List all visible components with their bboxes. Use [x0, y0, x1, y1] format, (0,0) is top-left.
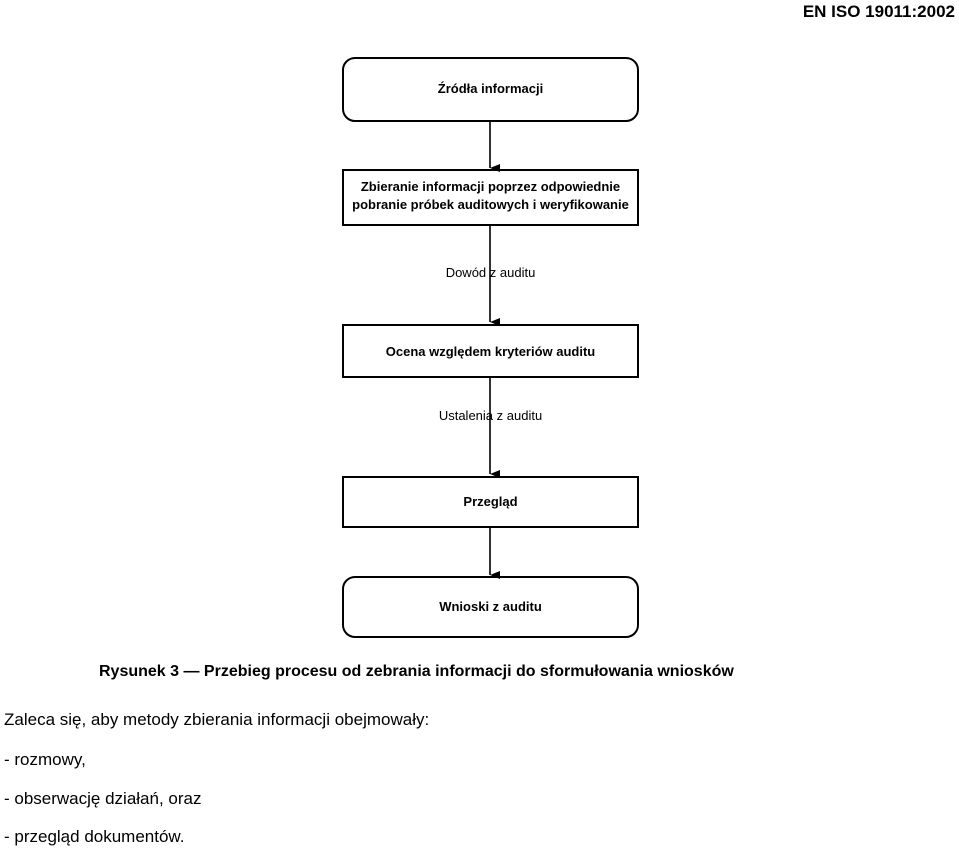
- node-sources-label: Źródła informacji: [437, 81, 544, 96]
- node-evaluate-label: Ocena względem kryteriów auditu: [385, 344, 596, 359]
- node-conclusions-box: [342, 576, 639, 638]
- body-intro: Zaleca się, aby metody zbierania informa…: [4, 710, 430, 729]
- flow-diagram-svg: [342, 57, 639, 638]
- edge-label-evidence: Dowód z auditu: [445, 265, 536, 280]
- list-item: - rozmowy,: [4, 750, 86, 769]
- list-item: - obserwację działań, oraz: [4, 789, 202, 808]
- node-conclusions-label: Wnioski z auditu: [439, 599, 542, 614]
- node-collect-label-line2: pobranie próbek auditowych i weryfikowan…: [352, 197, 629, 212]
- process-flow-diagram: Źródła informacji Zbieranie informacji p…: [310, 50, 670, 645]
- figure-caption: Rysunek 3 — Przebieg procesu od zebrania…: [99, 663, 734, 680]
- edge-label-findings: Ustalenia z auditu: [438, 408, 543, 423]
- node-review-label: Przegląd: [463, 494, 518, 509]
- list-item: - przegląd dokumentów.: [4, 827, 185, 846]
- standard-id: EN ISO 19011:2002: [802, 2, 955, 21]
- node-collect-label-line1: Zbieranie informacji poprzez odpowiednie: [360, 179, 621, 194]
